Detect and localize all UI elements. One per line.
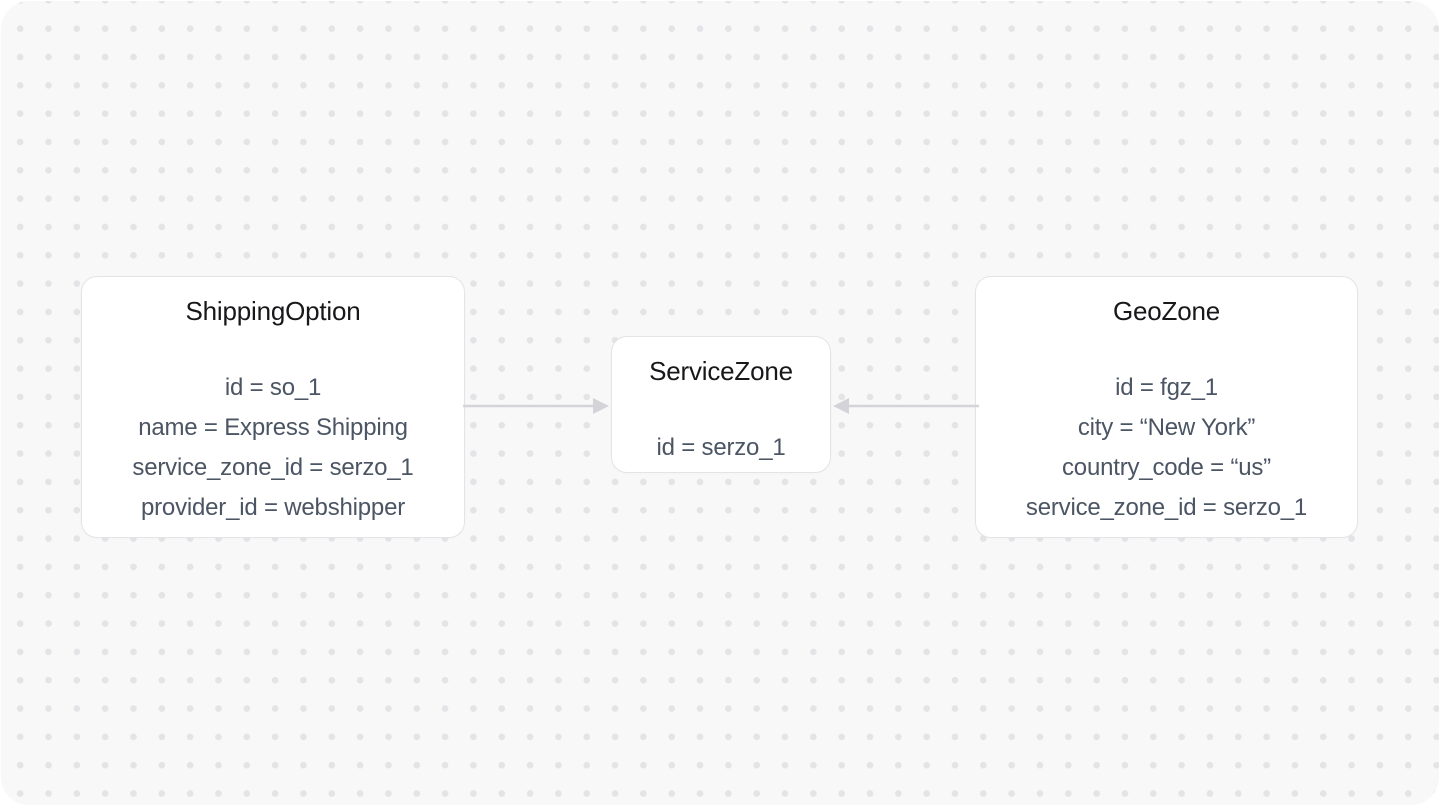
entity-node-geo-zone[interactable]: GeoZone id = fgz_1 city = “New York” cou… xyxy=(975,276,1358,538)
connector-shippingoption-to-servicezone xyxy=(463,398,609,414)
entity-field: provider_id = webshipper xyxy=(140,494,406,521)
entity-node-service-zone[interactable]: ServiceZone id = serzo_1 xyxy=(611,336,831,473)
entity-field: service_zone_id = serzo_1 xyxy=(1025,494,1308,521)
entity-field: id = fgz_1 xyxy=(1115,374,1218,401)
entity-field: country_code = “us” xyxy=(1062,454,1271,481)
entity-title: GeoZone xyxy=(1112,296,1220,326)
entity-node-shipping-option[interactable]: ShippingOption id = so_1 name = Express … xyxy=(81,276,465,538)
entity-title: ServiceZone xyxy=(649,356,793,386)
entity-field-list: id = so_1 name = Express Shipping servic… xyxy=(82,368,464,528)
entity-field-list: id = fgz_1 city = “New York” country_cod… xyxy=(976,368,1357,528)
arrowhead-right-icon xyxy=(593,398,609,414)
connector-geozone-to-servicezone xyxy=(833,398,979,414)
entity-field: name = Express Shipping xyxy=(138,414,408,441)
entity-field: city = “New York” xyxy=(1077,414,1256,441)
entity-field-list: id = serzo_1 xyxy=(612,428,830,468)
entity-field: service_zone_id = serzo_1 xyxy=(132,454,414,481)
entity-title: ShippingOption xyxy=(185,296,361,326)
entity-field: id = so_1 xyxy=(224,374,322,401)
arrowhead-left-icon xyxy=(833,398,849,414)
entity-field: id = serzo_1 xyxy=(656,434,786,461)
